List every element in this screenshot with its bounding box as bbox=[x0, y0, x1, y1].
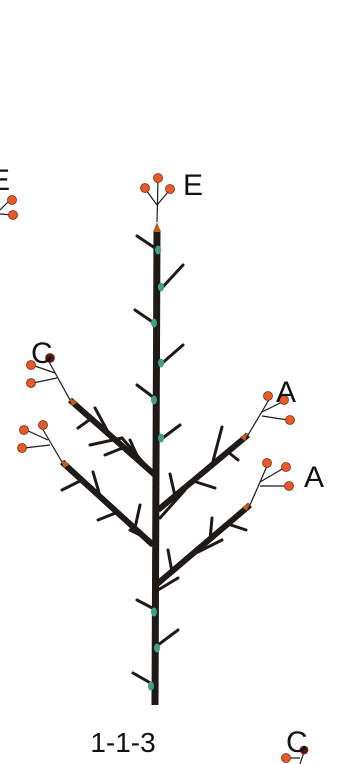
apical-bud bbox=[61, 460, 70, 468]
berry bbox=[7, 195, 17, 205]
leaf-bud bbox=[158, 282, 164, 292]
berry bbox=[263, 391, 273, 401]
berry bbox=[38, 420, 48, 430]
berry bbox=[45, 353, 55, 363]
leaf-bud bbox=[155, 245, 161, 255]
edge-fragment-top-left bbox=[0, 195, 18, 220]
lower-right-branch bbox=[154, 458, 294, 588]
right-junction-twigs bbox=[156, 488, 187, 592]
berry bbox=[299, 745, 309, 755]
upper-right-branch-label: A bbox=[276, 376, 296, 409]
berry bbox=[285, 415, 295, 425]
berry bbox=[281, 462, 291, 472]
berry bbox=[153, 173, 163, 183]
leaf-bud bbox=[151, 318, 157, 328]
leaf-bud bbox=[151, 607, 157, 617]
berry bbox=[8, 210, 18, 220]
leaf-bud bbox=[158, 358, 164, 368]
leaf-bud bbox=[154, 643, 160, 653]
berry bbox=[26, 360, 36, 370]
lower-right-branch-label: A bbox=[304, 461, 324, 494]
leaf-bud bbox=[151, 395, 157, 405]
berry bbox=[140, 183, 150, 193]
edge-fragment-label: E bbox=[0, 164, 10, 197]
apical-bud bbox=[69, 398, 78, 406]
berry bbox=[262, 458, 272, 468]
lower-left-branch bbox=[17, 420, 156, 548]
corner-fragment-bottom-right bbox=[281, 745, 309, 764]
leaf-bud bbox=[158, 433, 164, 443]
berry bbox=[284, 481, 294, 491]
upper-left-branch-label: C bbox=[31, 337, 53, 370]
upper-right-branch bbox=[156, 391, 295, 513]
berry bbox=[19, 425, 29, 435]
diagram-caption: 1-1-3 bbox=[90, 727, 155, 758]
berry bbox=[279, 395, 289, 405]
corner-fragment-label: C bbox=[286, 726, 308, 759]
upper-left-branch bbox=[26, 353, 157, 478]
main-axis bbox=[151, 229, 161, 706]
apical-bud bbox=[242, 503, 250, 511]
apex-label: E bbox=[183, 169, 203, 202]
berry bbox=[26, 378, 36, 388]
berry bbox=[165, 184, 175, 194]
apical-bud bbox=[240, 433, 248, 441]
berry bbox=[281, 753, 291, 763]
berry bbox=[17, 443, 27, 453]
main-axis-leaf-buds bbox=[148, 245, 164, 691]
left-junction-twigs bbox=[88, 436, 152, 542]
apex-inflorescence bbox=[140, 173, 175, 232]
leaf-bud bbox=[148, 681, 154, 691]
apical-bud bbox=[153, 222, 161, 232]
